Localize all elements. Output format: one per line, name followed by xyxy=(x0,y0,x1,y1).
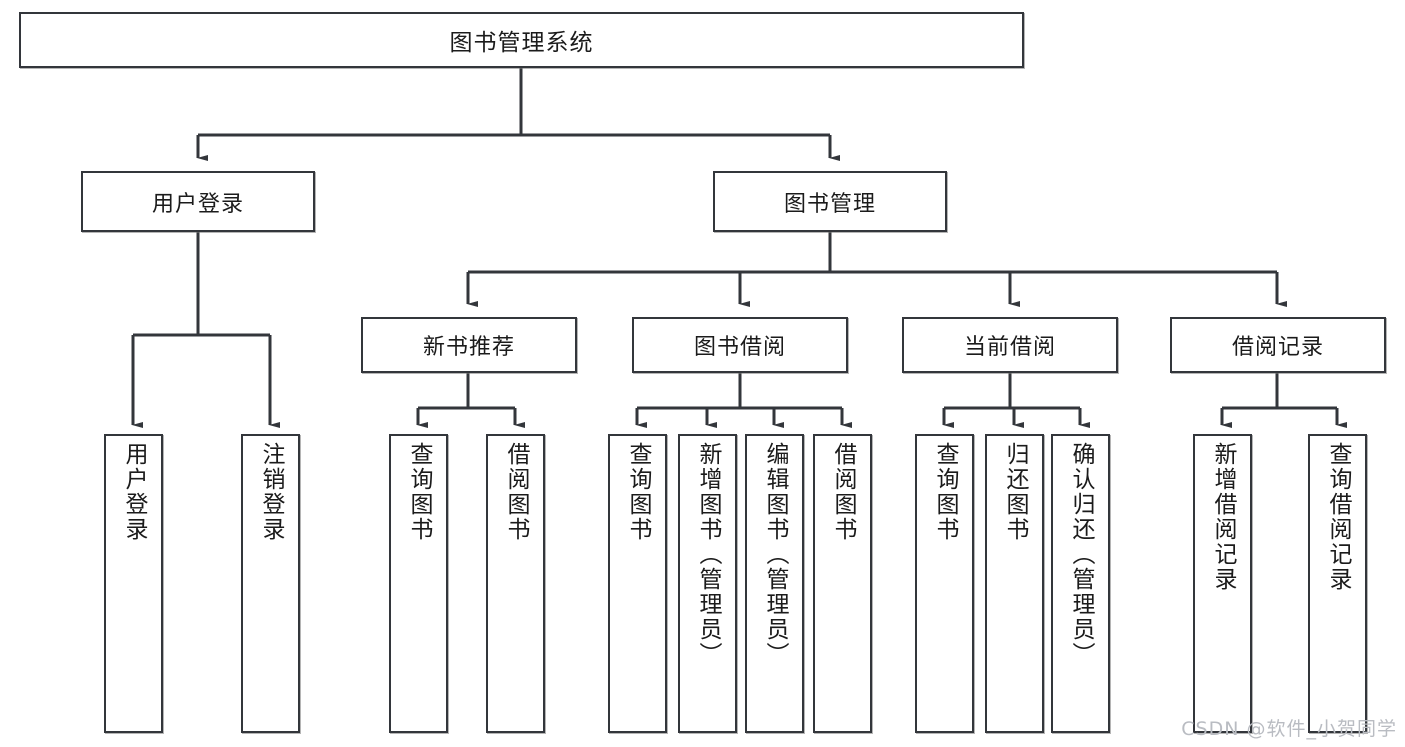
leaf-borrow-edit-book-admin[interactable]: 编辑图书（管理员） xyxy=(745,434,804,733)
leaf-user-login-signin[interactable]: 用户登录 xyxy=(104,434,163,733)
leaf-label: 新增图书（管理员） xyxy=(695,442,721,667)
leaf-record-query-record[interactable]: 查询借阅记录 xyxy=(1308,434,1367,733)
leaf-user-login-signout[interactable]: 注销登录 xyxy=(241,434,300,733)
leaf-label: 查询图书 xyxy=(406,442,432,542)
leaf-borrow-query-book[interactable]: 查询图书 xyxy=(608,434,667,733)
node-user-login[interactable]: 用户登录 xyxy=(81,171,315,232)
leaf-label: 用户登录 xyxy=(121,442,147,542)
leaf-label: 归还图书 xyxy=(1002,442,1028,542)
node-current-borrowing-label: 当前借阅 xyxy=(963,335,1056,360)
node-borrowing-record[interactable]: 借阅记录 xyxy=(1170,317,1386,373)
leaf-label: 新增借阅记录 xyxy=(1210,442,1236,592)
node-root[interactable]: 图书管理系统 xyxy=(19,12,1024,68)
node-book-management-label: 图书管理 xyxy=(783,191,876,217)
node-new-book-recommendation-label: 新书推荐 xyxy=(422,335,515,360)
leaf-label: 借阅图书 xyxy=(830,442,856,542)
leaf-borrow-borrow-book[interactable]: 借阅图书 xyxy=(813,434,872,733)
node-book-management[interactable]: 图书管理 xyxy=(713,171,947,232)
leaf-current-confirm-return-admin[interactable]: 确认归还（管理员） xyxy=(1051,434,1110,733)
node-root-label: 图书管理系统 xyxy=(449,30,594,56)
leaf-new-book-query[interactable]: 查询图书 xyxy=(389,434,448,733)
leaf-label: 查询图书 xyxy=(625,442,651,542)
leaf-label: 借阅图书 xyxy=(503,442,529,542)
leaf-label: 确认归还（管理员） xyxy=(1068,442,1094,667)
leaf-current-return-book[interactable]: 归还图书 xyxy=(985,434,1044,733)
leaf-label: 注销登录 xyxy=(258,442,284,542)
leaf-borrow-add-book-admin[interactable]: 新增图书（管理员） xyxy=(678,434,737,733)
node-borrowing-record-label: 借阅记录 xyxy=(1231,335,1324,360)
leaf-label: 查询图书 xyxy=(932,442,958,542)
leaf-current-query-book[interactable]: 查询图书 xyxy=(915,434,974,733)
leaf-record-add-record[interactable]: 新增借阅记录 xyxy=(1193,434,1252,733)
leaf-label: 编辑图书（管理员） xyxy=(762,442,788,667)
leaf-label: 查询借阅记录 xyxy=(1325,442,1351,592)
node-user-login-label: 用户登录 xyxy=(151,191,244,217)
node-new-book-recommendation[interactable]: 新书推荐 xyxy=(361,317,577,373)
node-book-borrowing[interactable]: 图书借阅 xyxy=(632,317,848,373)
leaf-new-book-borrow[interactable]: 借阅图书 xyxy=(486,434,545,733)
node-book-borrowing-label: 图书借阅 xyxy=(693,335,786,360)
node-current-borrowing[interactable]: 当前借阅 xyxy=(902,317,1118,373)
